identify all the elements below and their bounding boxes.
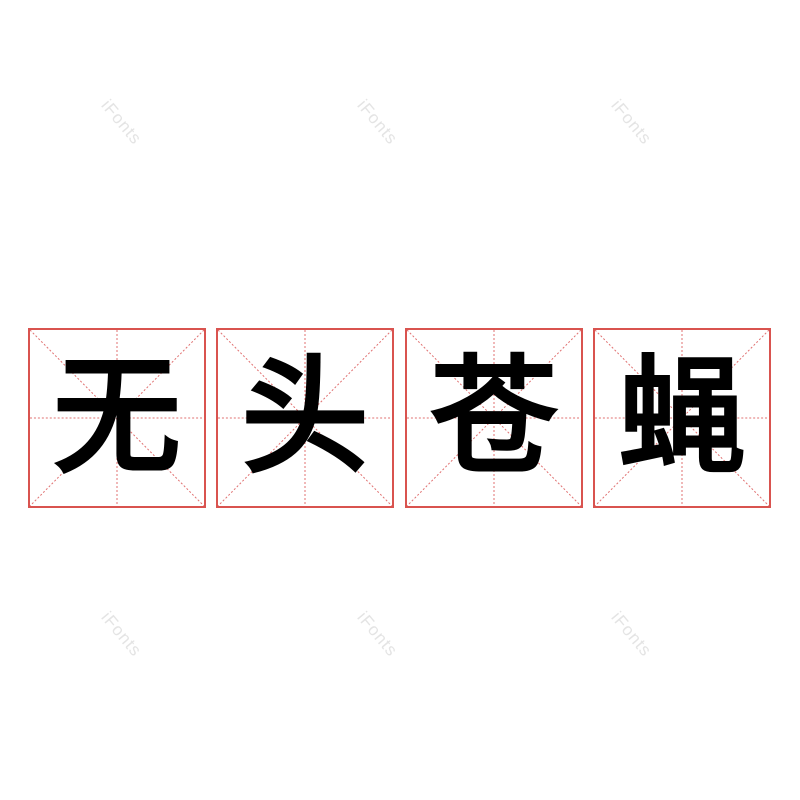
character: 苍: [429, 343, 558, 492]
watermark: iFonts: [607, 96, 656, 149]
mi-grid-icon: [595, 330, 769, 506]
watermark: iFonts: [97, 608, 146, 661]
character: 蝇: [617, 343, 746, 492]
character-box-3: 苍: [405, 328, 583, 508]
character-box-1: 无: [28, 328, 206, 508]
mi-grid-icon: [30, 330, 204, 506]
character-box-4: 蝇: [593, 328, 771, 508]
character-box-2: 头: [216, 328, 394, 508]
character: 头: [240, 343, 369, 492]
watermark: iFonts: [97, 96, 146, 149]
watermark: iFonts: [607, 608, 656, 661]
mi-grid-icon: [218, 330, 392, 506]
character: 无: [52, 343, 181, 492]
mi-grid-icon: [407, 330, 581, 506]
watermark: iFonts: [353, 608, 402, 661]
watermark: iFonts: [353, 96, 402, 149]
